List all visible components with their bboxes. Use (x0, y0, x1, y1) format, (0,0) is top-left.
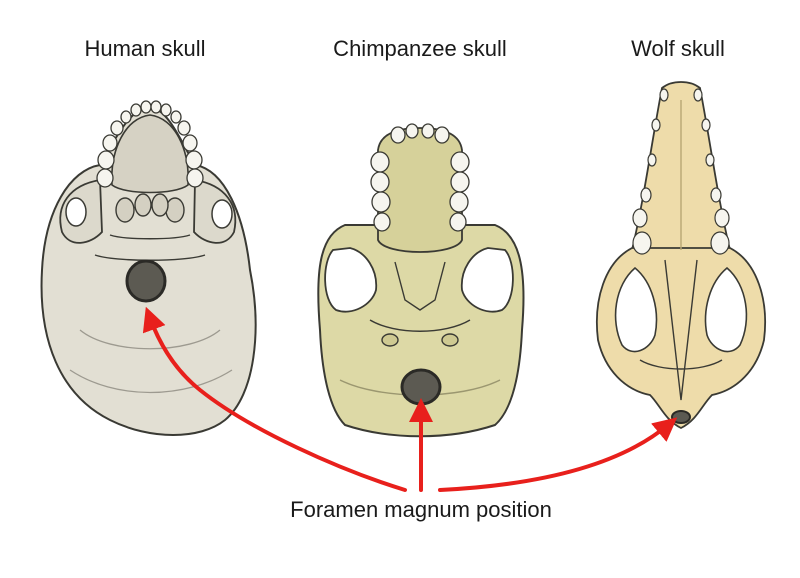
chimpanzee-skull-label: Chimpanzee skull (333, 36, 507, 61)
wolf-foramen-magnum (671, 410, 691, 424)
chimpanzee-skull (317, 123, 525, 438)
wolf-left-temporal-fossa (614, 266, 658, 353)
human-teeth (96, 100, 204, 188)
human-skull (40, 100, 257, 436)
arrow-to-wolf-foramen (438, 417, 678, 492)
wolf-skull (596, 81, 766, 430)
wolf-teeth (632, 88, 730, 255)
arrow-to-human-foramen (142, 306, 407, 492)
pointer-arrows (142, 306, 678, 492)
chimp-foramen-magnum (400, 368, 442, 406)
wolf-right-temporal-fossa (704, 266, 748, 353)
chimp-teeth (370, 123, 470, 232)
human-palate (111, 114, 189, 194)
chimp-left-temporal-fossa (324, 247, 378, 313)
wolf-skull-label: Wolf skull (631, 36, 725, 61)
human-foramen-magnum (125, 259, 167, 303)
chimp-right-temporal-fossa (460, 247, 514, 313)
foramen-magnum-caption: Foramen magnum position (290, 497, 552, 522)
chimp-palate (377, 127, 463, 253)
human-skull-label: Human skull (84, 36, 206, 61)
